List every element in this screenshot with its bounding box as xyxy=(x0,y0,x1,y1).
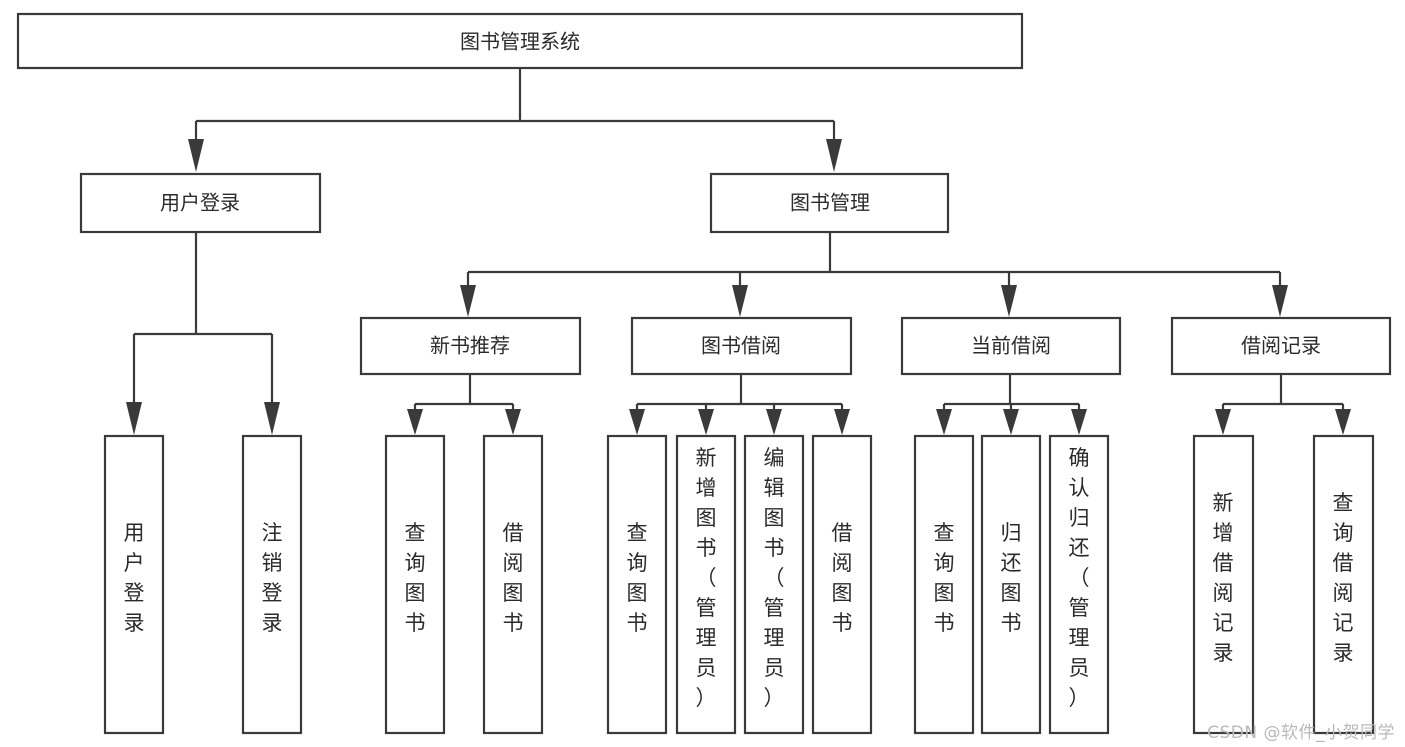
arrow-head-leaf-borrow-book-2 xyxy=(834,409,850,435)
node-leaf-query-book-2-box[interactable] xyxy=(606,434,668,735)
node-user-login[interactable]: 用户登录 xyxy=(79,172,322,234)
node-new-book-recommend[interactable]: 新书推荐 xyxy=(359,316,582,376)
node-root-label: 图书管理系统 xyxy=(460,30,580,54)
arrow-head-user-login xyxy=(188,139,204,172)
node-user-login-box[interactable] xyxy=(79,172,322,234)
node-borrow-record[interactable]: 借阅记录 xyxy=(1170,316,1392,376)
arrow-head-leaf-query-book-1 xyxy=(407,409,423,435)
node-book-borrow-box[interactable] xyxy=(630,316,853,376)
arrow-head-current-borrow xyxy=(1001,285,1017,317)
node-new-book-recommend-box[interactable] xyxy=(359,316,582,376)
node-user-login-label: 用户登录 xyxy=(160,191,240,215)
node-leaf-edit-book[interactable]: 编辑图书（管理员） xyxy=(743,434,805,735)
arrow-head-borrow-record xyxy=(1272,285,1288,317)
arrow-head-book-borrow xyxy=(732,285,748,317)
node-leaf-edit-book-box[interactable] xyxy=(743,434,805,735)
node-current-borrow-label: 当前借阅 xyxy=(971,334,1051,358)
node-leaf-confirm-return-box[interactable] xyxy=(1048,434,1110,735)
node-leaf-user-login-label: 用户登录 xyxy=(124,521,145,635)
node-leaf-borrow-book-1-box[interactable] xyxy=(482,434,544,735)
arrow-head-leaf-confirm-return xyxy=(1071,409,1087,435)
arrow-head-leaf-user-logout xyxy=(264,402,280,435)
arrow-head-leaf-borrow-book-1 xyxy=(505,409,521,435)
arrow-head-leaf-add-record xyxy=(1215,409,1231,435)
node-book-borrow[interactable]: 图书借阅 xyxy=(630,316,853,376)
node-leaf-return-book-box[interactable] xyxy=(980,434,1042,735)
node-leaf-edit-book-label: 编辑图书（管理员） xyxy=(764,446,785,710)
node-leaf-add-record-box[interactable] xyxy=(1192,434,1255,735)
node-leaf-confirm-return-label: 确认归还（管理员） xyxy=(1069,446,1090,710)
node-leaf-query-book-3[interactable]: 查询图书 xyxy=(913,434,975,735)
node-leaf-confirm-return[interactable]: 确认归还（管理员） xyxy=(1048,434,1110,735)
node-leaf-add-record[interactable]: 新增借阅记录 xyxy=(1192,434,1255,735)
node-leaf-user-logout-label: 注销登录 xyxy=(262,521,283,635)
node-book-manage-box[interactable] xyxy=(709,172,950,234)
node-leaf-borrow-book-1[interactable]: 借阅图书 xyxy=(482,434,544,735)
arrow-head-leaf-add-book xyxy=(698,409,714,435)
node-borrow-record-label: 借阅记录 xyxy=(1241,334,1321,358)
node-root-box[interactable] xyxy=(16,12,1024,70)
node-leaf-borrow-book-1-label: 借阅图书 xyxy=(503,521,524,635)
arrow-head-book-manage xyxy=(826,139,842,172)
node-leaf-query-book-1-label: 查询图书 xyxy=(405,521,426,635)
node-leaf-user-logout-box[interactable] xyxy=(241,434,303,735)
node-new-book-recommend-label: 新书推荐 xyxy=(430,334,510,358)
arrow-head-new-book-recommend xyxy=(460,285,476,317)
node-leaf-query-book-3-label: 查询图书 xyxy=(934,521,955,635)
node-current-borrow[interactable]: 当前借阅 xyxy=(900,316,1122,376)
node-leaf-user-logout[interactable]: 注销登录 xyxy=(241,434,303,735)
node-leaf-return-book-label: 归还图书 xyxy=(1001,521,1022,635)
node-leaf-add-book-box[interactable] xyxy=(675,434,737,735)
node-current-borrow-box[interactable] xyxy=(900,316,1122,376)
node-leaf-add-record-label: 新增借阅记录 xyxy=(1213,491,1234,665)
arrow-head-leaf-query-book-2 xyxy=(629,409,645,435)
node-leaf-borrow-book-2[interactable]: 借阅图书 xyxy=(811,434,873,735)
node-book-manage-label: 图书管理 xyxy=(790,191,870,215)
node-leaf-query-book-2[interactable]: 查询图书 xyxy=(606,434,668,735)
arrow-head-leaf-user-login xyxy=(126,402,142,435)
node-leaf-query-record-label: 查询借阅记录 xyxy=(1333,491,1354,665)
node-root[interactable]: 图书管理系统 xyxy=(16,12,1024,70)
node-leaf-query-record[interactable]: 查询借阅记录 xyxy=(1312,434,1375,735)
node-leaf-query-book-1[interactable]: 查询图书 xyxy=(384,434,446,735)
node-leaf-borrow-book-2-label: 借阅图书 xyxy=(832,521,853,635)
node-leaf-borrow-book-2-box[interactable] xyxy=(811,434,873,735)
arrow-head-leaf-edit-book xyxy=(766,409,782,435)
arrow-head-leaf-query-book-3 xyxy=(936,409,952,435)
node-leaf-return-book[interactable]: 归还图书 xyxy=(980,434,1042,735)
node-book-borrow-label: 图书借阅 xyxy=(701,334,781,358)
node-leaf-user-login-box[interactable] xyxy=(103,434,165,735)
node-leaf-query-record-box[interactable] xyxy=(1312,434,1375,735)
node-borrow-record-box[interactable] xyxy=(1170,316,1392,376)
node-leaf-add-book[interactable]: 新增图书（管理员） xyxy=(675,434,737,735)
node-leaf-query-book-1-box[interactable] xyxy=(384,434,446,735)
node-leaf-query-book-2-label: 查询图书 xyxy=(627,521,648,635)
node-leaf-add-book-label: 新增图书（管理员） xyxy=(696,446,717,710)
node-book-manage[interactable]: 图书管理 xyxy=(709,172,950,234)
arrow-head-leaf-return-book xyxy=(1003,409,1019,435)
node-leaf-query-book-3-box[interactable] xyxy=(913,434,975,735)
node-leaf-user-login[interactable]: 用户登录 xyxy=(103,434,165,735)
arrow-head-leaf-query-record xyxy=(1335,409,1351,435)
connectors-layer xyxy=(126,68,1351,435)
